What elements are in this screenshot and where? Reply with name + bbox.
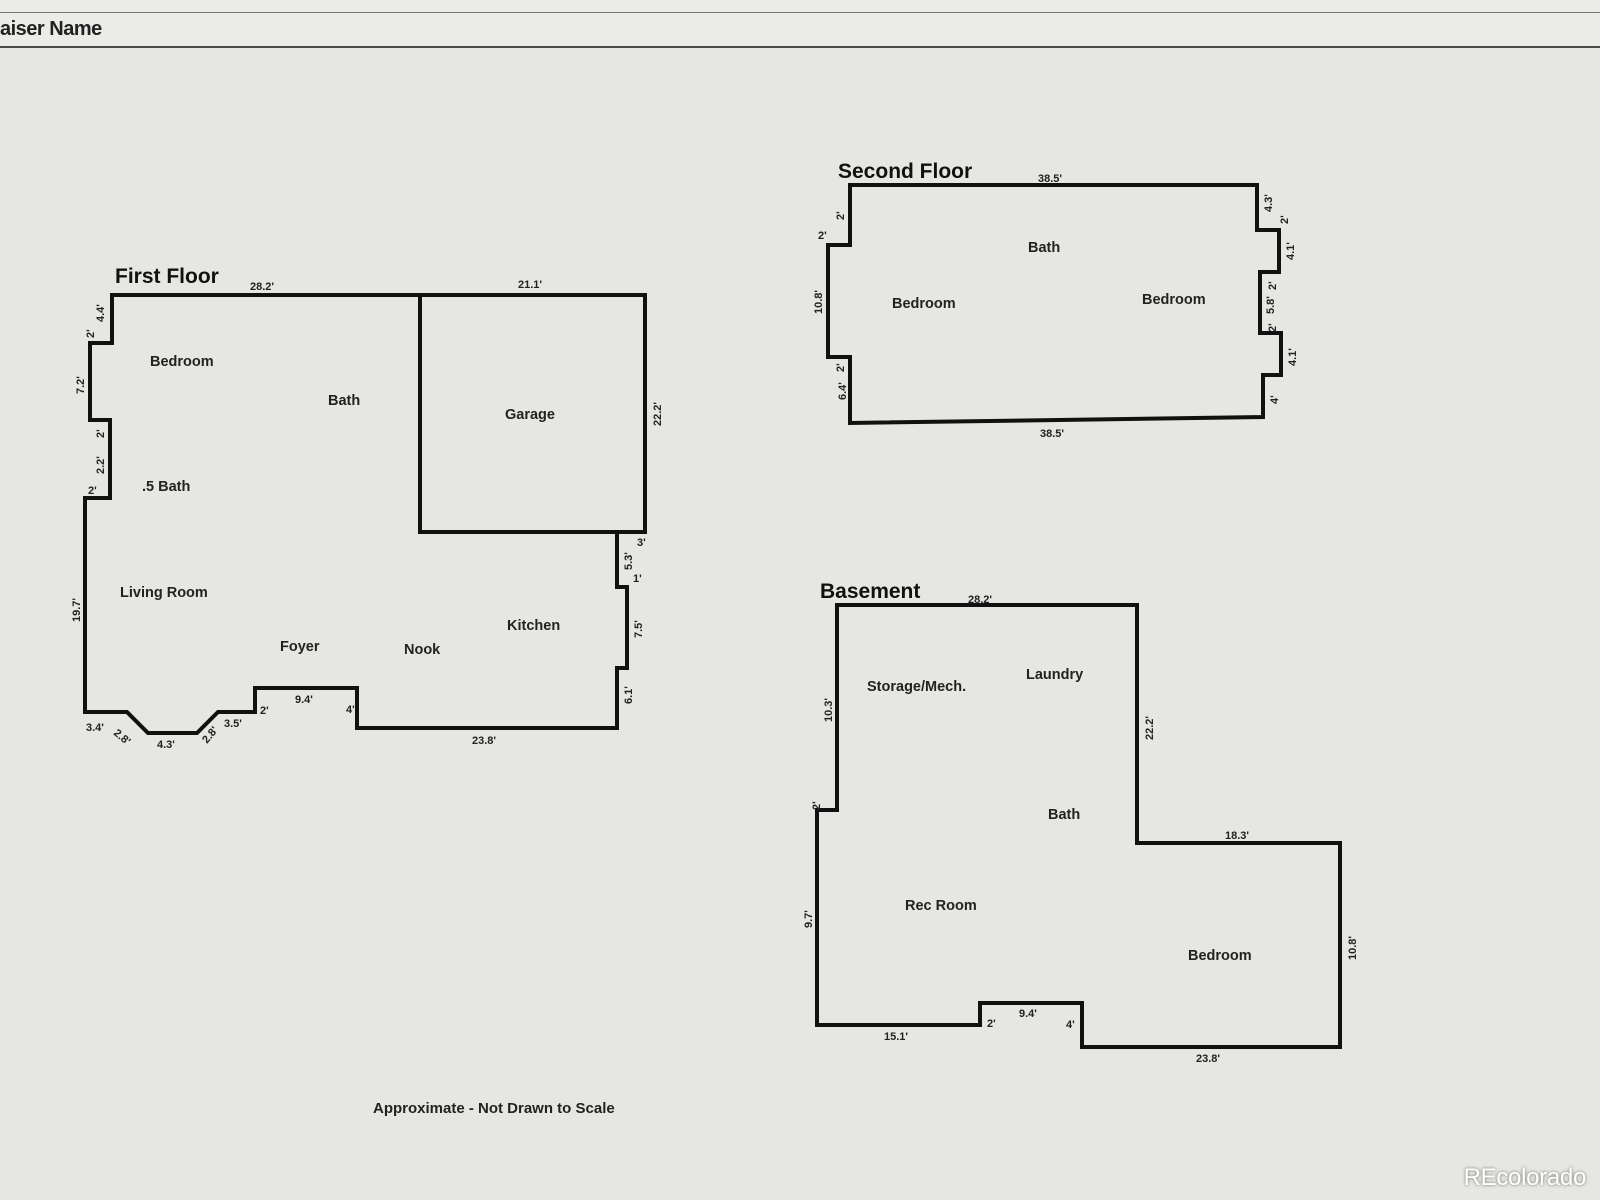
first-dim-bottom-238: 23.8' xyxy=(472,735,496,747)
first-dim-left-halfbath: 2.2' xyxy=(95,456,107,474)
second-dim-left-64: 6.4' xyxy=(837,382,849,400)
second-dim-left-2a: 2' xyxy=(835,211,847,220)
basement-bath-label: Bath xyxy=(1048,807,1080,823)
first-dim-right-75: 7.5' xyxy=(633,620,645,638)
first-floor-title: First Floor xyxy=(115,265,219,288)
first-bath-label: Bath xyxy=(328,393,360,409)
first-floor-plan: First Floor Bedroom Bath .5 Bath Garage … xyxy=(71,265,664,751)
first-dim-left-jog3: 2' xyxy=(88,485,97,497)
basement-dim-bottom-238: 23.8' xyxy=(1196,1053,1220,1065)
first-dim-left-living: 19.7' xyxy=(71,598,83,622)
garage-label: Garage xyxy=(505,407,555,423)
first-floor-outline xyxy=(83,293,647,735)
header-divider xyxy=(0,12,1600,13)
basement-dim-top: 28.2' xyxy=(968,594,992,606)
first-dim-bottom-43: 4.3' xyxy=(157,739,175,751)
basement-plan: Basement Storage/Mech. Laundry Bath Rec … xyxy=(803,580,1359,1065)
second-floor-title: Second Floor xyxy=(838,160,972,183)
garage-outline xyxy=(418,295,645,534)
basement-dim-right-222: 22.2' xyxy=(1144,716,1156,740)
header-bar: aiser Name xyxy=(0,0,1600,48)
second-dim-right-43: 4.3' xyxy=(1263,194,1275,212)
first-dim-left-jog1: 2' xyxy=(85,329,97,338)
storage-mech-label: Storage/Mech. xyxy=(867,679,966,695)
first-dim-left-upper: 4.4' xyxy=(95,304,107,322)
second-dim-right-58: 5.8' xyxy=(1265,296,1277,314)
first-dim-right-61: 6.1' xyxy=(623,686,635,704)
living-room-label: Living Room xyxy=(120,585,208,601)
second-dim-right-2c: 2' xyxy=(1267,323,1279,332)
first-half-bath-label: .5 Bath xyxy=(142,479,190,495)
basement-dim-bottom-151: 15.1' xyxy=(884,1031,908,1043)
basement-dim-left-103: 10.3' xyxy=(823,698,835,722)
first-dim-right-53: 5.3' xyxy=(623,552,635,570)
second-dim-right-2b: 2' xyxy=(1267,281,1279,290)
first-dim-garage-side: 22.2' xyxy=(652,402,664,426)
first-dim-top-right: 21.1' xyxy=(518,279,542,291)
basement-bedroom-label: Bedroom xyxy=(1188,948,1252,964)
second-dim-left-2b: 2' xyxy=(818,230,827,242)
second-dim-right-4: 4' xyxy=(1269,395,1281,404)
first-dim-right-1: 1' xyxy=(633,573,642,585)
appraiser-name-label: aiser Name xyxy=(0,18,102,40)
basement-dim-step-183: 18.3' xyxy=(1225,830,1249,842)
second-dim-right-41a: 4.1' xyxy=(1285,242,1297,260)
second-bath-label: Bath xyxy=(1028,240,1060,256)
basement-dim-right-108: 10.8' xyxy=(1347,936,1359,960)
basement-dim-bottom-2: 2' xyxy=(987,1018,996,1030)
basement-outline xyxy=(815,603,1342,1049)
second-dim-right-41b: 4.1' xyxy=(1287,348,1299,366)
basement-dim-left-2: 2' xyxy=(811,801,823,810)
second-bedroom-left-label: Bedroom xyxy=(892,296,956,312)
rec-room-label: Rec Room xyxy=(905,898,977,914)
second-dim-top: 38.5' xyxy=(1038,173,1062,185)
second-dim-bottom: 38.5' xyxy=(1040,428,1064,440)
basement-dim-bottom-4: 4' xyxy=(1066,1019,1075,1031)
second-bedroom-right-label: Bedroom xyxy=(1142,292,1206,308)
first-dim-left-jog2: 2' xyxy=(95,429,107,438)
first-dim-bottom-34: 3.4' xyxy=(86,722,104,734)
scale-disclaimer: Approximate - Not Drawn to Scale xyxy=(373,1100,615,1117)
basement-title: Basement xyxy=(820,580,920,603)
second-floor-plan: Second Floor Bath Bedroom Bedroom 38.5' … xyxy=(813,160,1299,440)
watermark-logo: REcolorado xyxy=(1463,1164,1587,1191)
first-dim-right-jog1: 3' xyxy=(637,537,646,549)
first-dim-bottom-94: 9.4' xyxy=(295,694,313,706)
kitchen-label: Kitchen xyxy=(507,618,560,634)
first-dim-top-left: 28.2' xyxy=(250,281,274,293)
second-dim-left-108: 10.8' xyxy=(813,290,825,314)
second-dim-right-2a: 2' xyxy=(1279,215,1291,224)
first-dim-bottom-2: 2' xyxy=(260,705,269,717)
nook-label: Nook xyxy=(404,642,441,658)
foyer-label: Foyer xyxy=(280,639,320,655)
first-dim-bottom-28a: 2.8' xyxy=(111,727,133,748)
first-dim-bottom-4: 4' xyxy=(346,704,355,716)
laundry-label: Laundry xyxy=(1026,667,1083,683)
second-dim-left-2c: 2' xyxy=(835,363,847,372)
first-dim-bottom-35: 3.5' xyxy=(224,718,242,730)
basement-dim-bottom-94: 9.4' xyxy=(1019,1008,1037,1020)
first-dim-left-bedroom: 7.2' xyxy=(75,376,87,394)
second-floor-outline xyxy=(826,183,1283,426)
first-bedroom-label: Bedroom xyxy=(150,354,214,370)
basement-dim-left-97: 9.7' xyxy=(803,910,815,928)
